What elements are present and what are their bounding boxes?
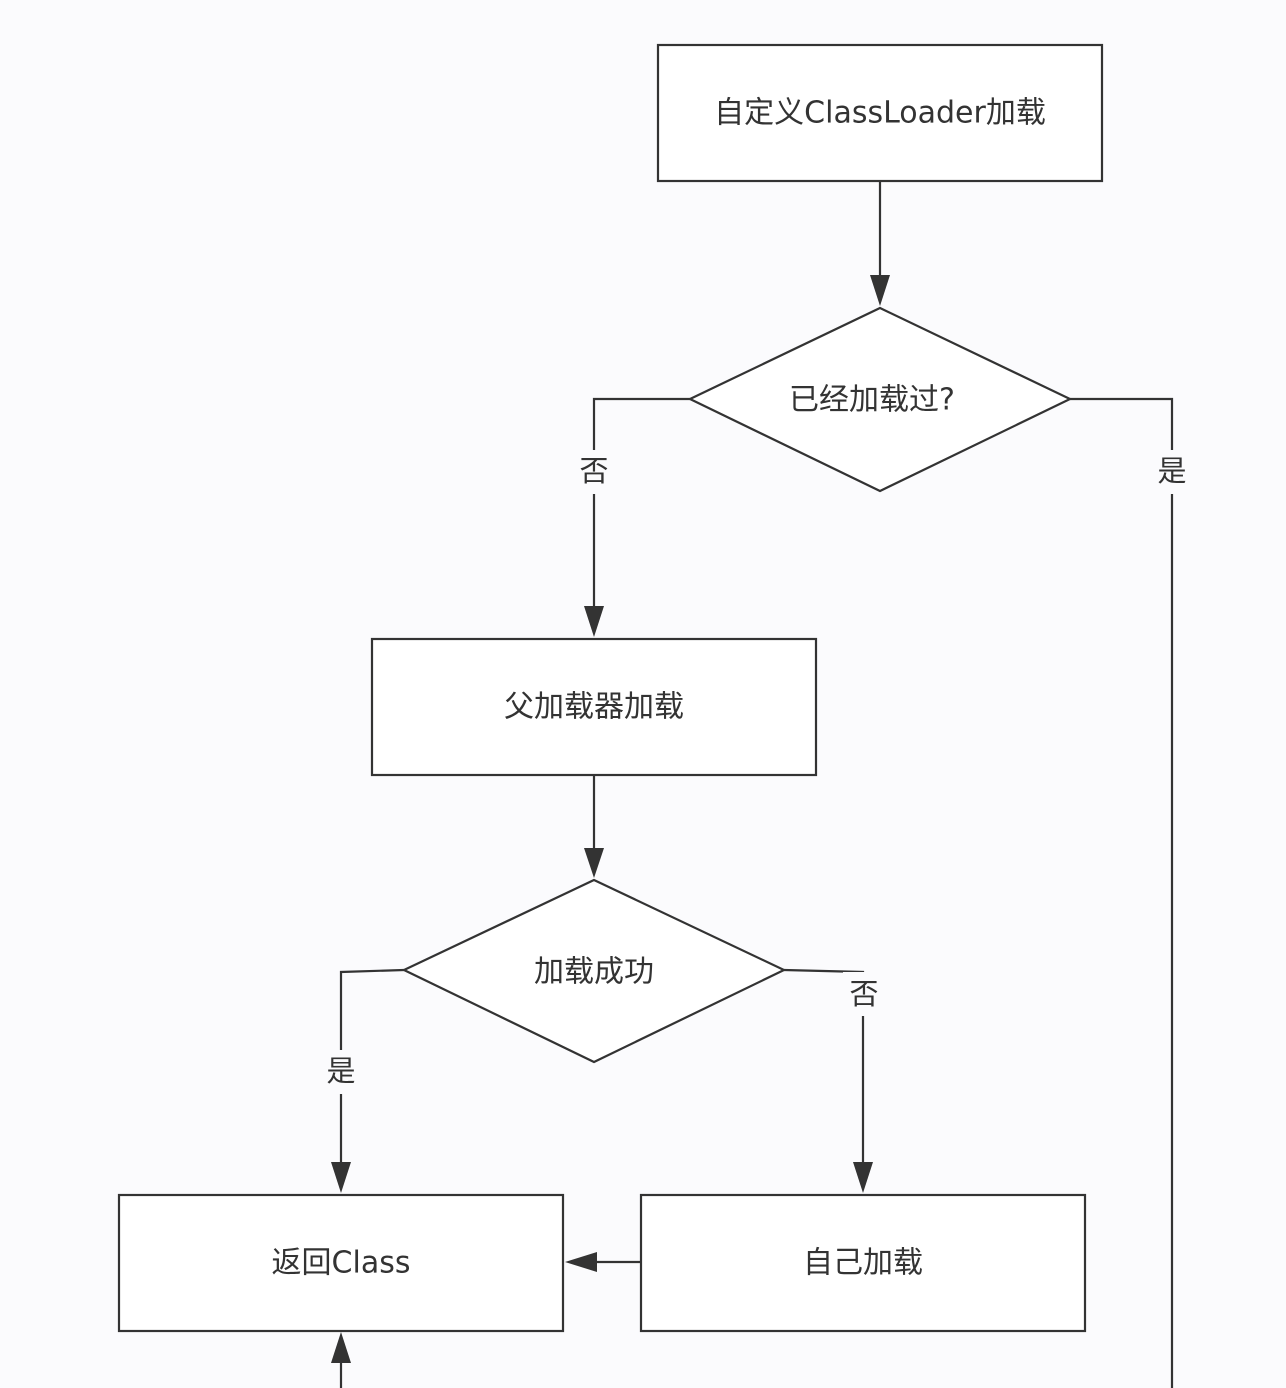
process-box xyxy=(117,1193,565,1333)
edge-label: 否 xyxy=(579,454,608,488)
edge-label: 是 xyxy=(1157,454,1186,488)
arrowhead-down-return xyxy=(331,1162,351,1193)
node-label: 父加载器加载 xyxy=(504,690,684,725)
label-background xyxy=(843,972,883,1016)
label-background xyxy=(574,450,614,494)
node-self-load: 自己加载 xyxy=(639,1193,1087,1333)
decision-diamond xyxy=(401,878,787,1064)
edge-label: 是 xyxy=(326,1054,355,1088)
process-box xyxy=(639,1193,1087,1333)
node-parent-loader: 父加载器加载 xyxy=(370,637,818,777)
process-box xyxy=(656,43,1104,183)
node-label: 加载成功 xyxy=(534,955,654,990)
edge-label-success-no: 否 xyxy=(843,972,883,1016)
edge-label-already-no: 否 xyxy=(574,450,614,494)
arrowhead-down-self xyxy=(853,1162,873,1193)
process-box xyxy=(370,637,818,777)
node-return-class: 返回Class xyxy=(117,1193,565,1333)
edge-already-yes xyxy=(1070,397,1174,1388)
label-background xyxy=(321,1050,361,1094)
decision-diamond xyxy=(687,306,1073,493)
edge-label-already-yes: 是 xyxy=(1152,450,1192,494)
edge-label: 否 xyxy=(849,977,878,1011)
node-label: 返回Class xyxy=(272,1246,411,1281)
node-custom-loader: 自定义ClassLoader加载 xyxy=(656,43,1104,183)
edge-already-no xyxy=(592,397,690,617)
node-label: 已经加载过? xyxy=(789,383,955,418)
edge-success-yes xyxy=(339,968,405,1172)
node-already-loaded: 已经加载过? xyxy=(687,306,1073,493)
arrowhead-down-success xyxy=(584,848,604,878)
arrowhead-left-return xyxy=(565,1252,597,1272)
arrowhead-down-already xyxy=(870,275,890,306)
node-label: 自定义ClassLoader加载 xyxy=(714,96,1046,131)
label-background xyxy=(1152,450,1192,494)
node-label: 自己加载 xyxy=(803,1246,923,1281)
arrowhead-up-return xyxy=(331,1332,351,1363)
edge-label-success-yes: 是 xyxy=(321,1050,361,1094)
arrowhead-down-parent xyxy=(584,606,604,637)
node-load-success: 加载成功 xyxy=(401,878,787,1064)
edges xyxy=(331,181,1174,1388)
